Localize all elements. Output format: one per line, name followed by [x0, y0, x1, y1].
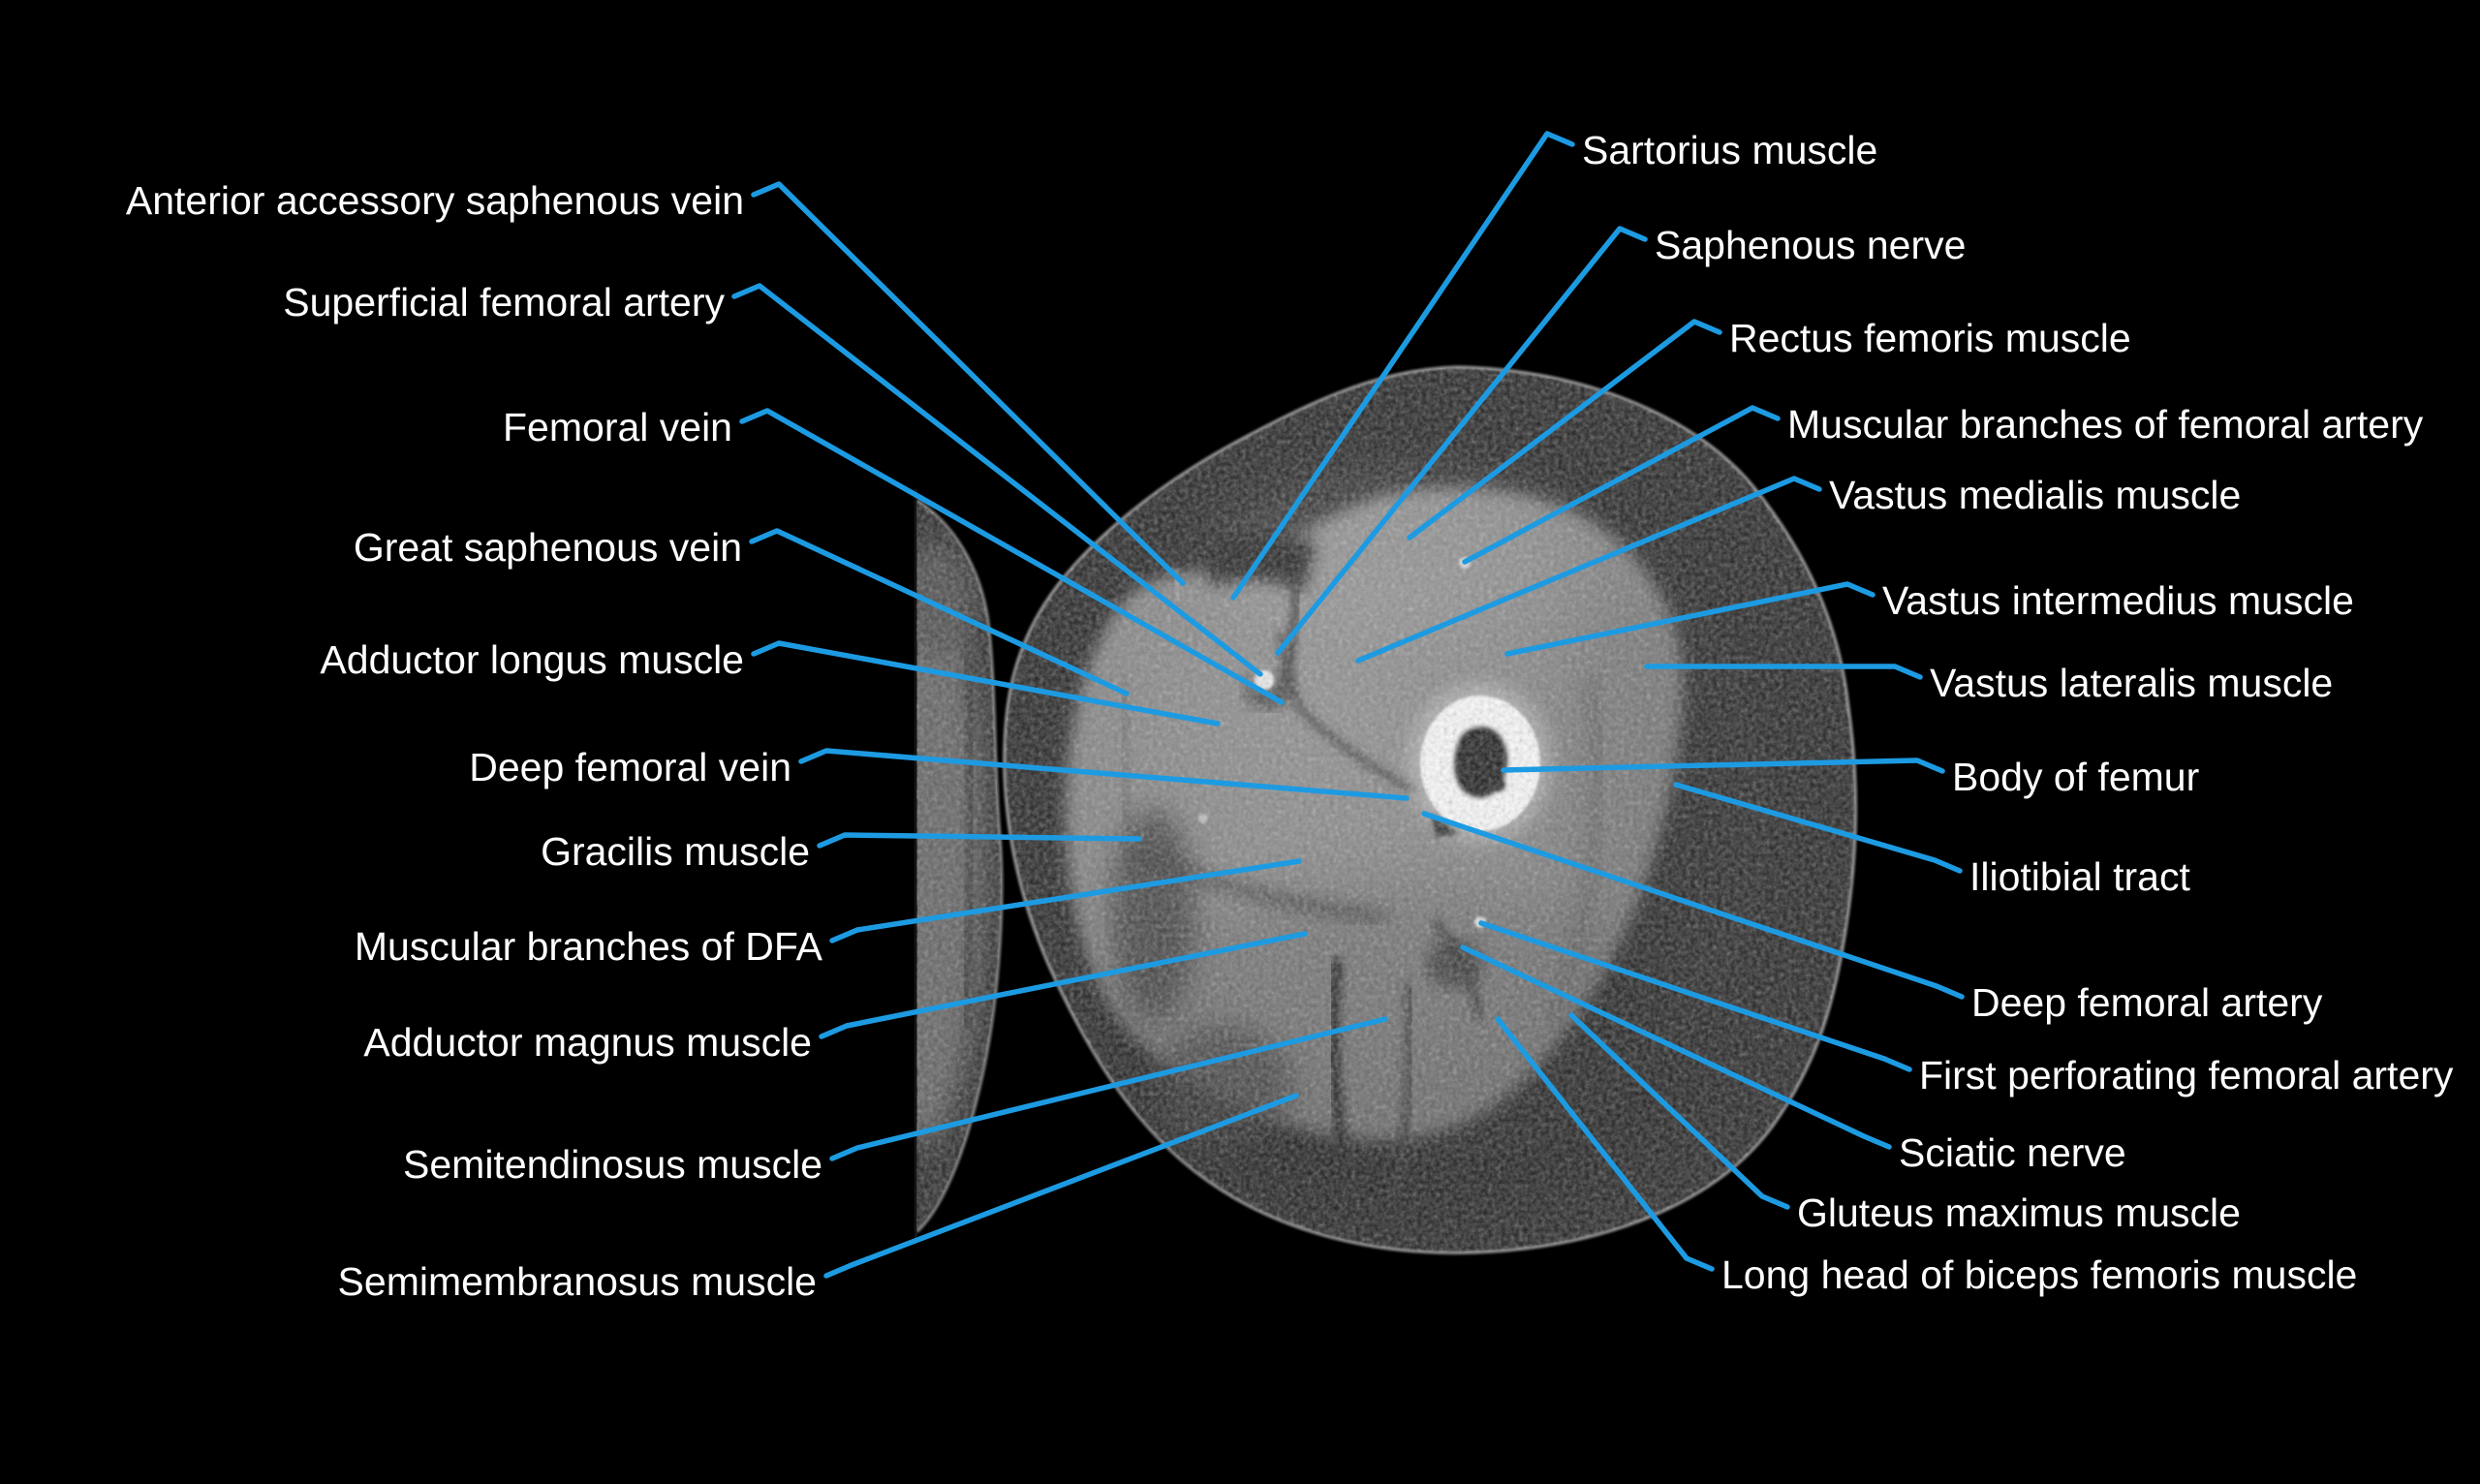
leader-line-body-of-femur — [1501, 757, 1945, 774]
anatomy-label-sciatic-nerve: Sciatic nerve — [1899, 1130, 2126, 1175]
leader-line-iliotibial-tract — [1673, 782, 1963, 874]
leader-line-first-perforating-femoral-artery — [1478, 920, 1912, 1072]
anatomy-label-muscular-branches-of-femoral-artery: Muscular branches of femoral artery — [1787, 402, 2424, 447]
leader-line-muscular-branches-of-dfa — [829, 858, 1302, 943]
anatomy-label-semitendinosus-muscle: Semitendinosus muscle — [403, 1142, 822, 1187]
anatomy-label-sartorius-muscle: Sartorius muscle — [1582, 128, 1878, 172]
anatomy-label-gluteus-maximus-muscle: Gluteus maximus muscle — [1797, 1190, 2241, 1235]
leader-line-saphenous-nerve — [1275, 226, 1648, 656]
anatomy-label-saphenous-nerve: Saphenous nerve — [1655, 223, 1967, 267]
leader-line-gluteus-maximus-muscle — [1568, 1012, 1790, 1210]
leader-line-femoral-vein — [739, 408, 1285, 705]
anatomy-label-semimembranosus-muscle: Semimembranosus muscle — [337, 1259, 817, 1304]
anatomy-label-adductor-longus-muscle: Adductor longus muscle — [320, 637, 744, 682]
leader-line-adductor-longus-muscle — [751, 640, 1221, 727]
anatomy-label-anterior-accessory-saphenous-vein: Anterior accessory saphenous vein — [125, 178, 744, 223]
anatomy-label-muscular-branches-of-dfa: Muscular branches of DFA — [354, 924, 822, 969]
anatomy-label-first-perforating-femoral-artery: First perforating femoral artery — [1919, 1053, 2454, 1098]
anatomy-label-gracilis-muscle: Gracilis muscle — [541, 829, 810, 874]
leader-line-muscular-branches-of-femoral-artery — [1462, 405, 1781, 565]
leader-line-semitendinosus-muscle — [829, 1016, 1388, 1161]
leader-line-adductor-magnus-muscle — [819, 931, 1308, 1039]
anatomy-label-body-of-femur: Body of femur — [1952, 755, 2200, 799]
leader-line-sartorius-muscle — [1230, 131, 1575, 601]
anatomy-label-vastus-medialis-muscle: Vastus medialis muscle — [1829, 473, 2242, 517]
ct-field-edge — [914, 489, 917, 1240]
leader-line-vastus-intermedius-muscle — [1504, 581, 1876, 657]
leader-line-vastus-medialis-muscle — [1355, 476, 1822, 664]
anatomy-label-adductor-magnus-muscle: Adductor magnus muscle — [363, 1020, 812, 1065]
anatomy-label-superficial-femoral-artery: Superficial femoral artery — [283, 280, 725, 325]
anatomy-label-rectus-femoris-muscle: Rectus femoris muscle — [1729, 316, 2131, 360]
leader-line-sciatic-nerve — [1460, 944, 1892, 1150]
leader-line-deep-femoral-artery — [1421, 811, 1965, 1000]
leader-line-semimembranosus-muscle — [823, 1093, 1299, 1279]
leader-line-long-head-of-biceps-femoris-muscle — [1495, 1016, 1715, 1272]
anatomy-label-vastus-intermedius-muscle: Vastus intermedius muscle — [1882, 578, 2354, 623]
leader-line-superficial-femoral-artery — [731, 283, 1263, 677]
anatomy-label-iliotibial-tract: Iliotibial tract — [1969, 854, 2190, 899]
leader-line-anterior-accessory-saphenous-vein — [751, 181, 1186, 586]
leader-line-rectus-femoris-muscle — [1407, 319, 1722, 541]
leader-line-gracilis-muscle — [817, 832, 1142, 849]
leader-lines-group — [731, 131, 1965, 1279]
anatomy-label-deep-femoral-vein: Deep femoral vein — [469, 745, 791, 789]
anatomy-label-long-head-of-biceps-femoris-muscle: Long head of biceps femoris muscle — [1721, 1252, 2358, 1297]
anatomy-label-deep-femoral-artery: Deep femoral artery — [1971, 980, 2323, 1025]
anatomy-label-great-saphenous-vein: Great saphenous vein — [353, 525, 742, 570]
leader-line-deep-femoral-vein — [798, 748, 1410, 801]
leader-line-great-saphenous-vein — [749, 528, 1130, 696]
anatomy-label-femoral-vein: Femoral vein — [503, 405, 732, 449]
leader-line-vastus-lateralis-muscle — [1644, 664, 1923, 680]
anatomy-label-vastus-lateralis-muscle: Vastus lateralis muscle — [1930, 661, 2334, 705]
